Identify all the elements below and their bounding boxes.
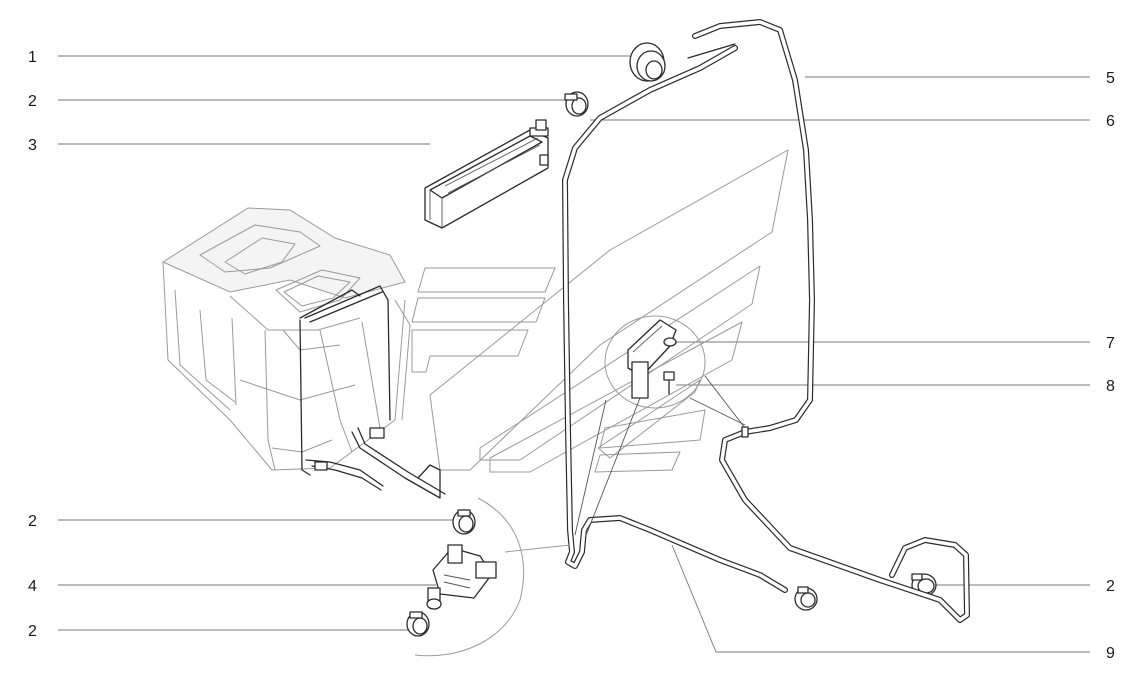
- bracket-detail-part-7: [574, 315, 746, 539]
- valve-part-4: [414, 497, 571, 657]
- hose-part-5: [692, 19, 970, 623]
- tractor-cab: [161, 207, 446, 499]
- hose-clamp-part-2: [564, 91, 589, 117]
- leader-lines: [58, 55, 1090, 653]
- hose-clamp-part-2: [794, 586, 818, 611]
- callout-6: 6: [1106, 113, 1115, 130]
- callout-7: 7: [1106, 335, 1115, 352]
- callout-2: 2: [28, 623, 37, 640]
- hose-clamp-part-2: [452, 509, 476, 535]
- bolt-part-8: [663, 371, 675, 395]
- callout-2: 2: [28, 513, 37, 530]
- callout-8: 8: [1106, 378, 1115, 395]
- callout-9: 9: [1106, 645, 1115, 662]
- hose-part-6: [562, 43, 788, 593]
- callout-2: 2: [1106, 578, 1115, 595]
- grommet-part-1: [629, 42, 666, 82]
- hose-clamp-part-2: [406, 611, 430, 637]
- callout-numbers: 1 2 3 2 4 2 5 6 7 8 2 9: [28, 49, 1115, 662]
- callout-1: 1: [28, 49, 37, 66]
- callout-2: 2: [28, 93, 37, 110]
- callout-4: 4: [28, 578, 37, 595]
- heater-radiator-part-3: [424, 119, 549, 229]
- callout-3: 3: [28, 137, 37, 154]
- callout-5: 5: [1106, 70, 1115, 87]
